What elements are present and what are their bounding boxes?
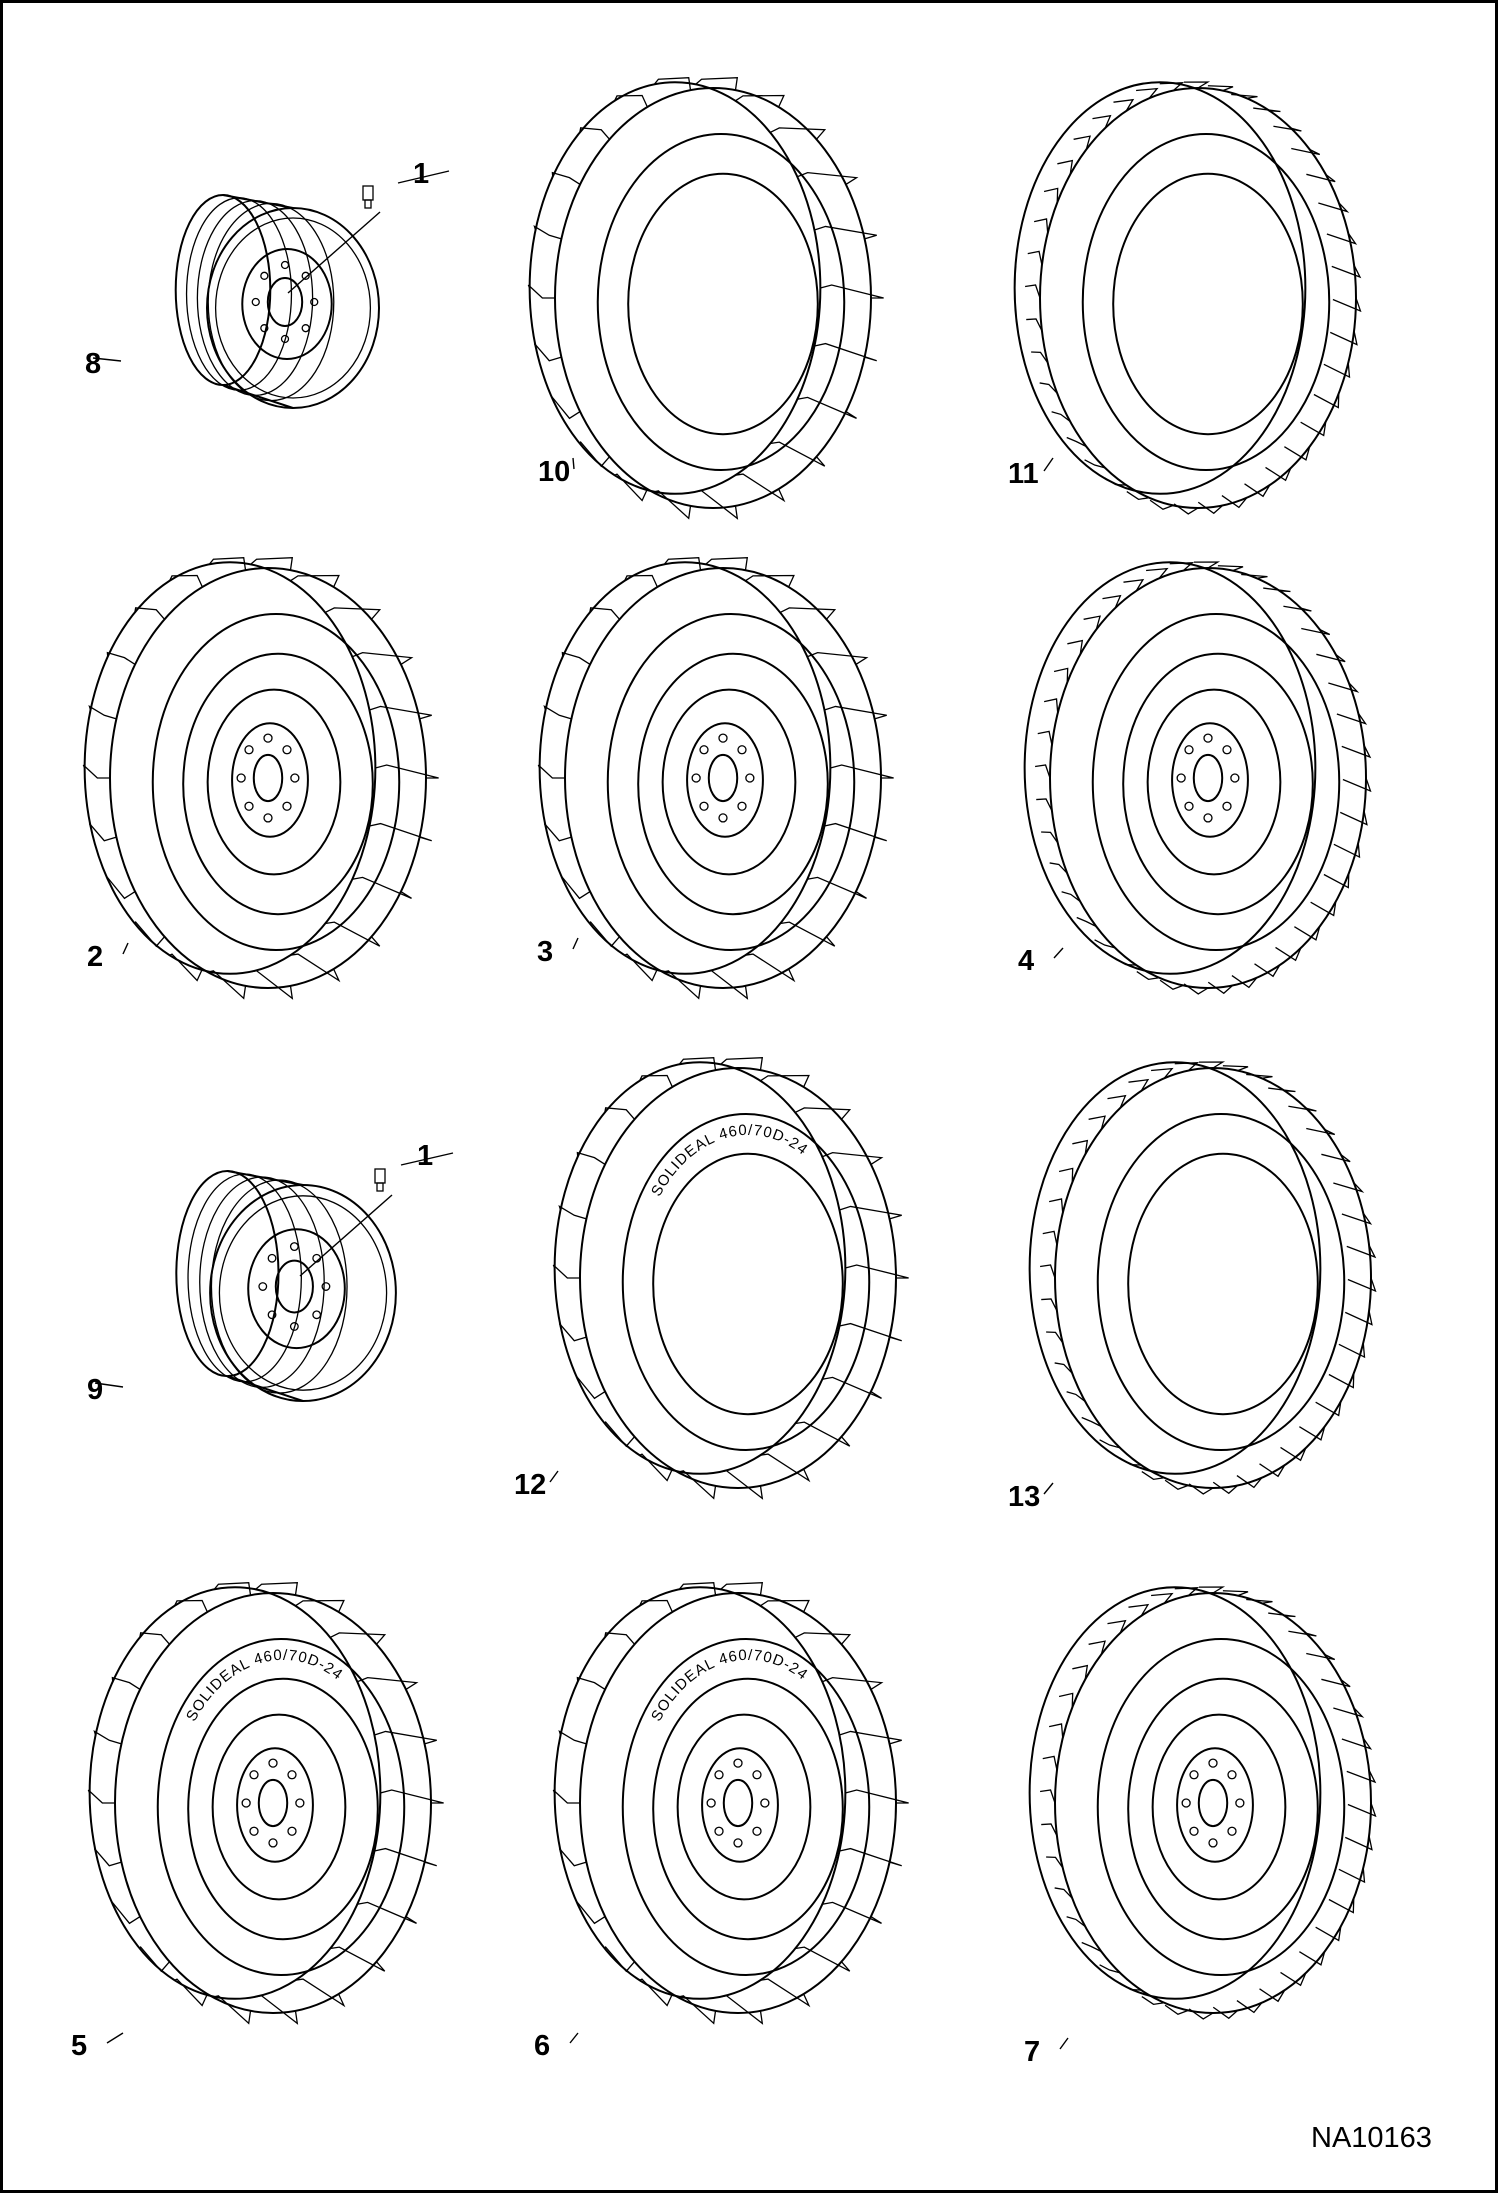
callout-label: 8 bbox=[85, 348, 101, 380]
part-rim-9: 9 bbox=[87, 1169, 397, 1406]
callout-label: 6 bbox=[534, 2030, 550, 2062]
callout-label: 12 bbox=[514, 1469, 546, 1501]
part-wheel-lug-3: 3 bbox=[537, 556, 894, 1000]
part-valve-1: 1 bbox=[299, 1140, 454, 1277]
part-wheel-lug-2: 2 bbox=[82, 556, 439, 1000]
callout-label: 11 bbox=[1008, 458, 1039, 490]
part-tire-block-11: 11 bbox=[1008, 81, 1362, 515]
callout-label: 9 bbox=[87, 1374, 103, 1406]
part-tire-solid-12: SOLIDEAL 460/70D-24 12 bbox=[514, 1056, 909, 1501]
callout-label: 13 bbox=[1008, 1481, 1040, 1513]
part-tire-lug-10: 10 bbox=[527, 76, 884, 520]
part-wheel-block-4: 4 bbox=[1018, 561, 1372, 995]
part-wheel-block-7: 7 bbox=[1024, 1586, 1377, 2068]
callout-label: 4 bbox=[1018, 945, 1034, 977]
callout-label: 10 bbox=[538, 456, 570, 488]
part-wheel-solid-5: SOLIDEAL 460/70D-24 5 bbox=[71, 1581, 444, 2062]
drawing-code: NA10163 bbox=[1311, 2122, 1432, 2154]
sidewall-marking: SOLIDEAL 460/70D-24 bbox=[648, 1647, 811, 1724]
callout-label: 5 bbox=[71, 2030, 87, 2062]
sidewall-marking: SOLIDEAL 460/70D-24 bbox=[183, 1647, 346, 1724]
part-tire-block-13: 13 bbox=[1008, 1061, 1377, 1513]
part-wheel-solid-6: SOLIDEAL 460/70D-24 6 bbox=[534, 1581, 909, 2062]
callout-label: 1 bbox=[417, 1140, 433, 1172]
part-rim-8: 8 bbox=[85, 194, 380, 409]
part-valve-1: 1 bbox=[287, 158, 450, 294]
callout-label: 1 bbox=[413, 158, 429, 190]
callout-label: 3 bbox=[537, 936, 553, 968]
callout-label: 7 bbox=[1024, 2036, 1040, 2068]
sidewall-marking: SOLIDEAL 460/70D-24 bbox=[648, 1122, 811, 1199]
callout-label: 2 bbox=[87, 941, 103, 973]
